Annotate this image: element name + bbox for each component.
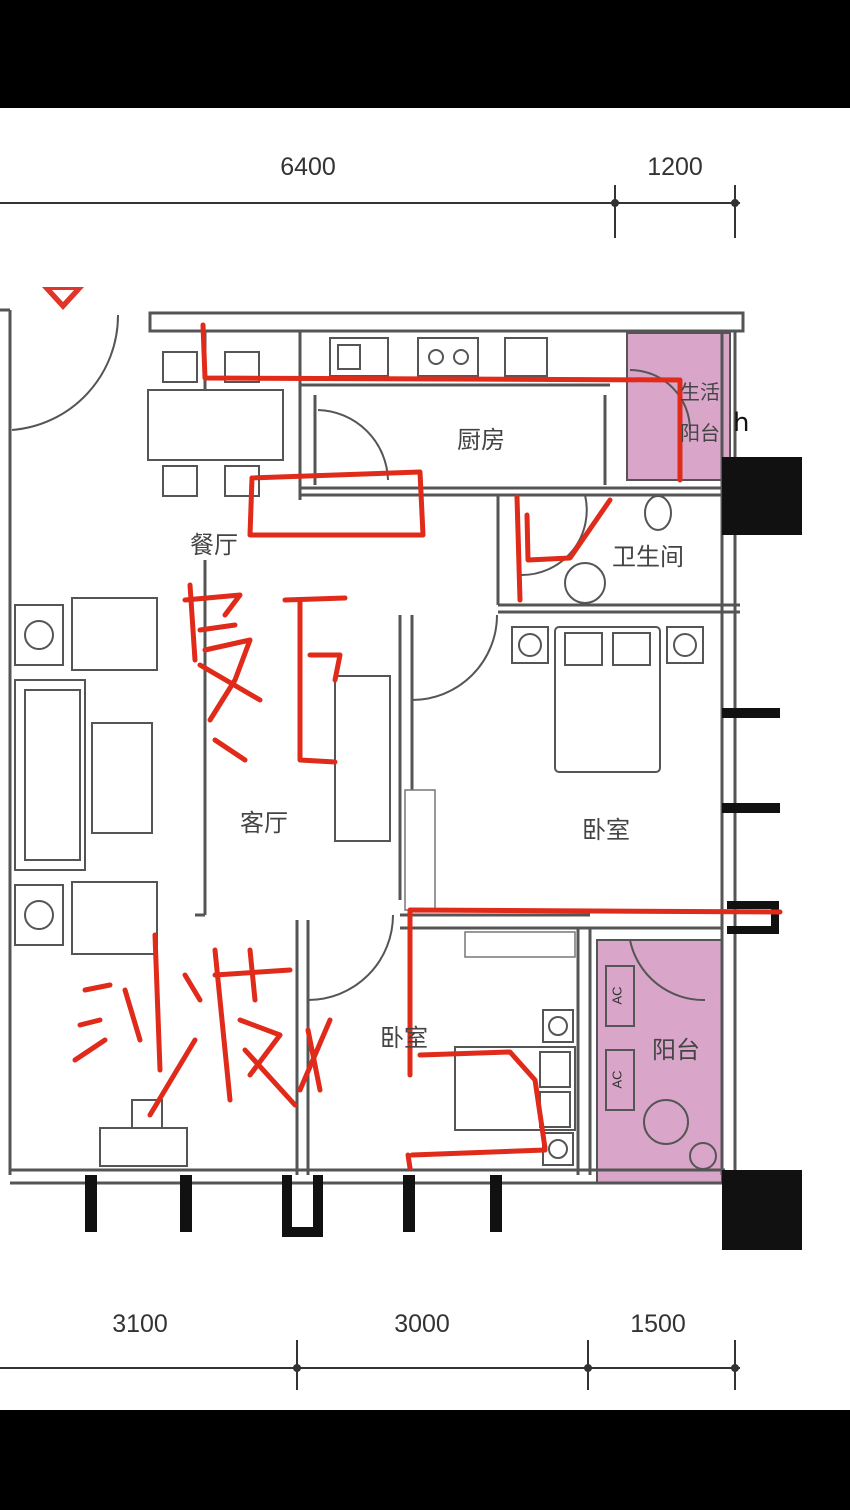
room-label-second-bedroom: 卧室	[380, 1024, 428, 1052]
room-label-living: 客厅	[240, 809, 288, 837]
room-label-kitchen: 厨房	[457, 426, 505, 454]
room-label-balcony: 阳台	[652, 1036, 700, 1064]
dim-top-2: 1200	[647, 153, 703, 181]
ac-label-2: AC	[609, 1070, 625, 1089]
room-label-dining: 餐厅	[190, 531, 238, 559]
balcony-fixtures	[605, 965, 717, 1170]
dim-bottom-1: 3100	[112, 1310, 168, 1338]
top-dimension-line	[0, 185, 740, 238]
stray-mark: h	[733, 408, 750, 438]
dim-top-1: 6400	[280, 153, 336, 181]
bottom-dimension-line	[0, 1340, 740, 1390]
bathroom-fixtures	[564, 495, 672, 604]
dim-bottom-3: 1500	[630, 1310, 686, 1338]
pillars	[85, 457, 802, 1250]
kitchen-fixtures	[329, 337, 548, 377]
dim-bottom-2: 3000	[394, 1310, 450, 1338]
room-label-service-balcony-1: 生活	[680, 380, 720, 404]
radiators	[404, 789, 576, 958]
red-annotation-strokes	[72, 322, 783, 1171]
room-label-master-bedroom: 卧室	[582, 816, 630, 844]
room-label-service-balcony-2: 阳台	[680, 421, 720, 445]
master-bed	[511, 626, 704, 773]
living-furniture	[14, 597, 391, 1167]
dining-furniture	[147, 351, 284, 497]
ac-label-1: AC	[609, 986, 625, 1005]
room-label-bathroom: 卫生间	[612, 543, 684, 571]
second-bed	[454, 1009, 576, 1166]
